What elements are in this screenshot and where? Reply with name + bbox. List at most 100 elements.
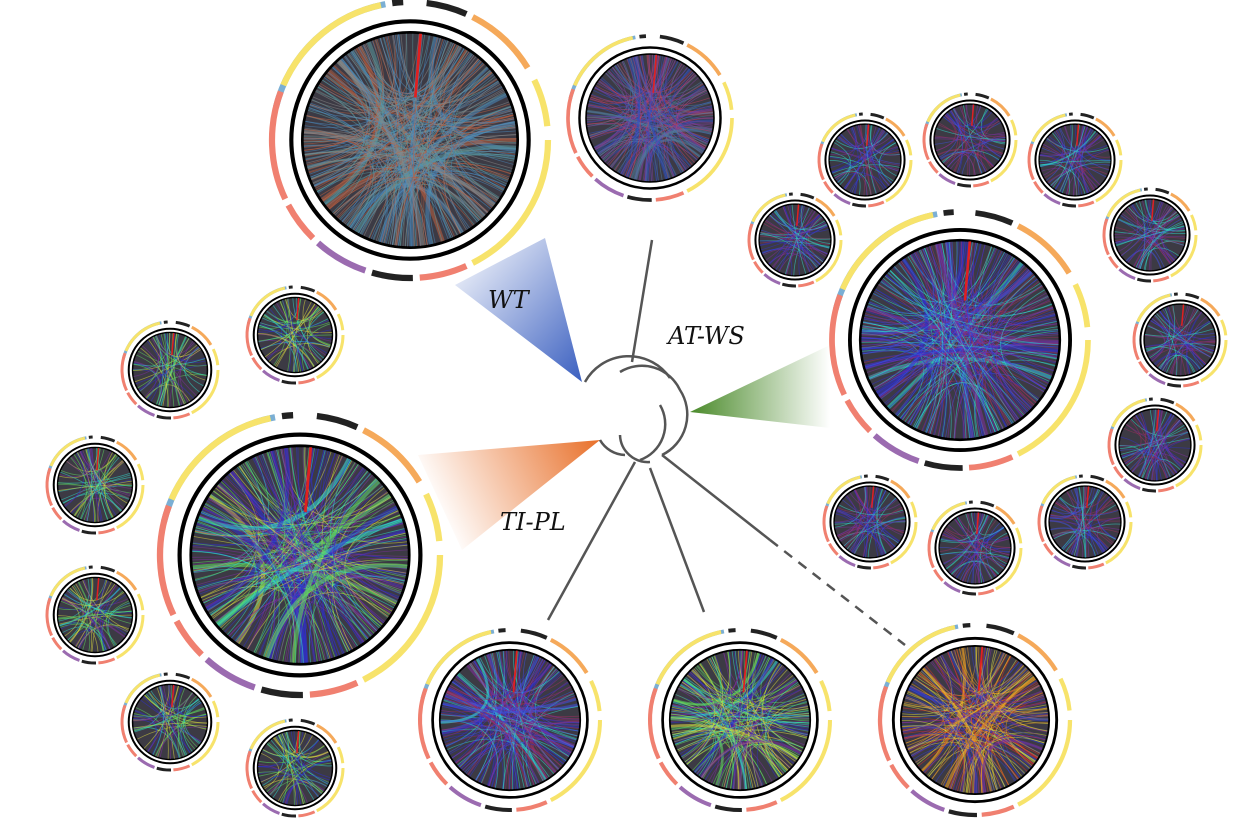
chord-link: [977, 646, 984, 691]
inner-ring: [127, 327, 213, 413]
chromosome-segment: [124, 321, 161, 352]
chord-link: [193, 499, 394, 570]
inner-ring: [252, 725, 338, 811]
chord-link: [505, 650, 580, 719]
chord-link: [700, 739, 802, 779]
chromosome-segment: [750, 628, 778, 640]
chord-link: [971, 513, 983, 584]
circos-plot: [817, 112, 913, 208]
chord-link: [937, 148, 994, 168]
chord-link: [171, 684, 175, 708]
chord-link: [588, 97, 710, 111]
chord-link: [327, 455, 384, 624]
chord-link: [938, 122, 988, 172]
chord-link: [733, 650, 743, 790]
label-ti-pl: TI-PL: [500, 508, 566, 536]
chord-link: [1084, 486, 1088, 558]
chromosome-segment: [1175, 402, 1196, 422]
chromosome-segment: [136, 463, 145, 481]
chromosome-segment: [873, 562, 890, 570]
chord-link: [292, 298, 325, 359]
chord-link: [1147, 325, 1213, 354]
chord-link: [738, 679, 798, 790]
chord-link: [942, 668, 1028, 786]
chromosome-segment: [281, 812, 297, 818]
chord-link: [947, 651, 989, 793]
chromosome-segment: [531, 78, 551, 127]
chromosome-segment: [1190, 214, 1198, 231]
chord-link: [945, 113, 999, 129]
chord-link: [934, 135, 1003, 154]
chord-link: [671, 707, 795, 764]
chord-link: [1078, 486, 1087, 558]
chromosome-segment: [626, 195, 652, 202]
chord-link: [258, 340, 311, 369]
chromosome-segment: [995, 505, 1016, 525]
chord-link: [103, 452, 114, 518]
chord-link: [878, 248, 935, 397]
chord-link: [509, 655, 537, 790]
chromosome-segment: [1080, 112, 1095, 120]
chord-link: [940, 707, 1048, 785]
chromosome-segment: [875, 474, 890, 482]
chord-link: [861, 337, 943, 437]
chord-link: [352, 150, 516, 230]
chord-link: [1154, 314, 1178, 376]
chord-link: [285, 299, 323, 321]
chord-link: [944, 114, 1005, 150]
chromosome-segment: [426, 0, 468, 17]
chord-link: [1135, 221, 1183, 268]
chord-link: [939, 655, 1044, 703]
chord-link: [620, 144, 687, 175]
chord-link: [148, 691, 207, 718]
chord-link: [107, 602, 131, 646]
chromosome-segment: [62, 649, 81, 662]
chord-link: [287, 298, 304, 372]
chromosome-segment: [1015, 527, 1023, 544]
chord-link: [66, 460, 131, 497]
chord-link: [1136, 199, 1149, 269]
chromosome-segment: [870, 112, 885, 120]
chord-link: [1061, 125, 1086, 194]
chromosome-segment: [798, 280, 815, 288]
chord-link: [865, 345, 1059, 368]
chromosome-segment: [1037, 505, 1045, 543]
chord-link: [198, 557, 408, 593]
chord-link: [911, 669, 1029, 757]
chromosome-segment: [336, 746, 345, 764]
label-at-ws: AT-WS: [668, 322, 745, 350]
chord-link: [146, 374, 207, 399]
chord-link: [465, 657, 542, 774]
circos-plot: [245, 285, 345, 385]
chord-link: [668, 68, 690, 171]
chord-link: [974, 646, 1041, 754]
chord-link: [847, 128, 882, 192]
chord-link: [304, 36, 436, 128]
chromosome-segment: [872, 433, 920, 464]
chord-link: [1045, 128, 1066, 181]
chromosome-segment: [943, 209, 954, 216]
chromosome-segment: [1095, 159, 1123, 203]
chord-link: [303, 35, 396, 141]
chromosome-segment: [1043, 193, 1061, 205]
chord-link: [333, 177, 482, 219]
chromosome-segment: [137, 404, 156, 417]
chromosome-segment: [251, 789, 263, 804]
chord-link: [639, 55, 695, 163]
chromosome-segment: [45, 597, 53, 637]
chord-link: [830, 126, 857, 156]
chord-link: [991, 261, 1027, 414]
chord-link: [589, 57, 636, 137]
chord-link: [73, 448, 101, 516]
chord-link: [920, 249, 947, 437]
chord-link: [233, 469, 393, 612]
chromosome-segment: [655, 630, 722, 686]
chord-link: [768, 204, 791, 265]
chord-link: [608, 70, 707, 101]
chord-link: [397, 121, 515, 246]
chord-link: [260, 306, 320, 351]
chord-link: [265, 563, 408, 659]
chord-link: [914, 382, 1013, 428]
chromosome-segment: [1071, 564, 1086, 570]
